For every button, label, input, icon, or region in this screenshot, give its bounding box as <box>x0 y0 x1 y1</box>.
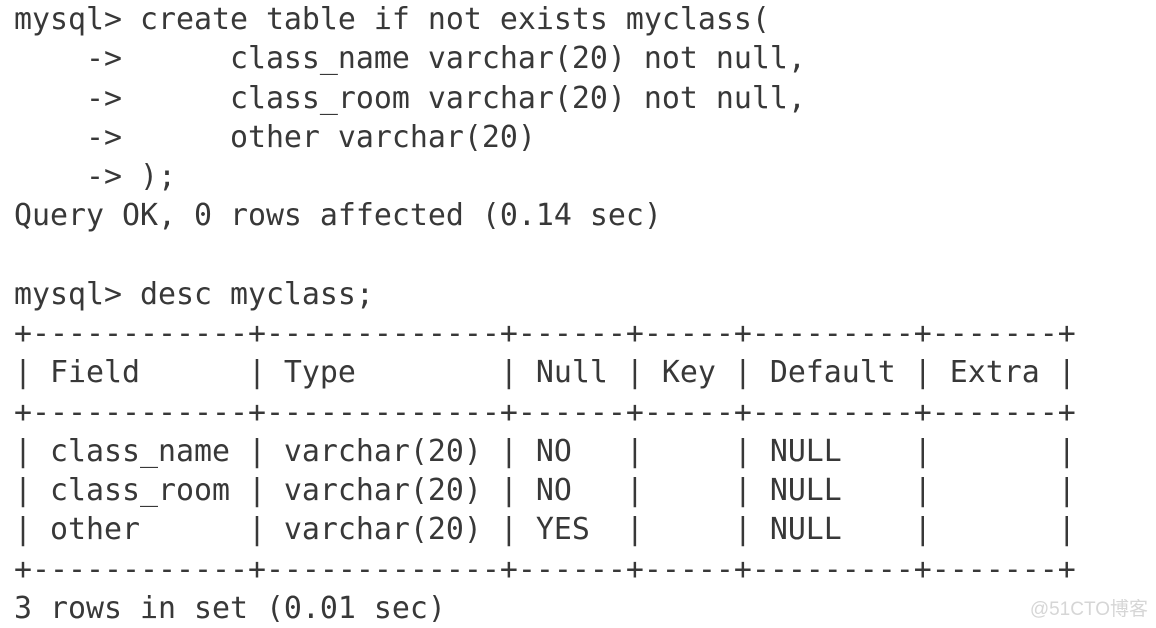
terminal-line-continuation: -> ); <box>14 159 176 194</box>
result-table-row-class-room: | class_room | varchar(20) | NO | | NULL… <box>14 473 1076 508</box>
terminal-line-rows-in-set-status: 3 rows in set (0.01 sec) <box>14 590 446 626</box>
terminal-line-continuation: -> class_name varchar(20) not null, <box>14 41 806 77</box>
result-table-border-mid: +------------+-------------+------+-----… <box>14 394 1076 430</box>
result-table-row-other: | other | varchar(20) | YES | | NULL | | <box>14 512 1076 548</box>
terminal-line-query-ok-status: Query OK, 0 rows affected (0.14 sec) <box>14 198 662 234</box>
result-table-header-row: | Field | Type | Null | Key | Default | … <box>14 355 1076 391</box>
terminal-line-blank <box>14 236 1156 275</box>
result-table-row-class-name: | class_name | varchar(20) | NO | | NULL… <box>14 433 1076 469</box>
terminal-line-query-desc: mysql> desc myclass; <box>14 276 374 312</box>
result-table-border-top: +------------+-------------+------+-----… <box>14 316 1076 351</box>
terminal-line-continuation: -> other varchar(20) <box>14 119 536 155</box>
terminal-line-continuation: -> class_room varchar(20) not null, <box>14 80 806 116</box>
result-table-border-bottom: +------------+-------------+------+-----… <box>14 551 1076 587</box>
terminal-line-query-create: mysql> create table if not exists myclas… <box>14 2 770 37</box>
watermark-51cto: @51CTO博客 <box>1029 599 1148 620</box>
